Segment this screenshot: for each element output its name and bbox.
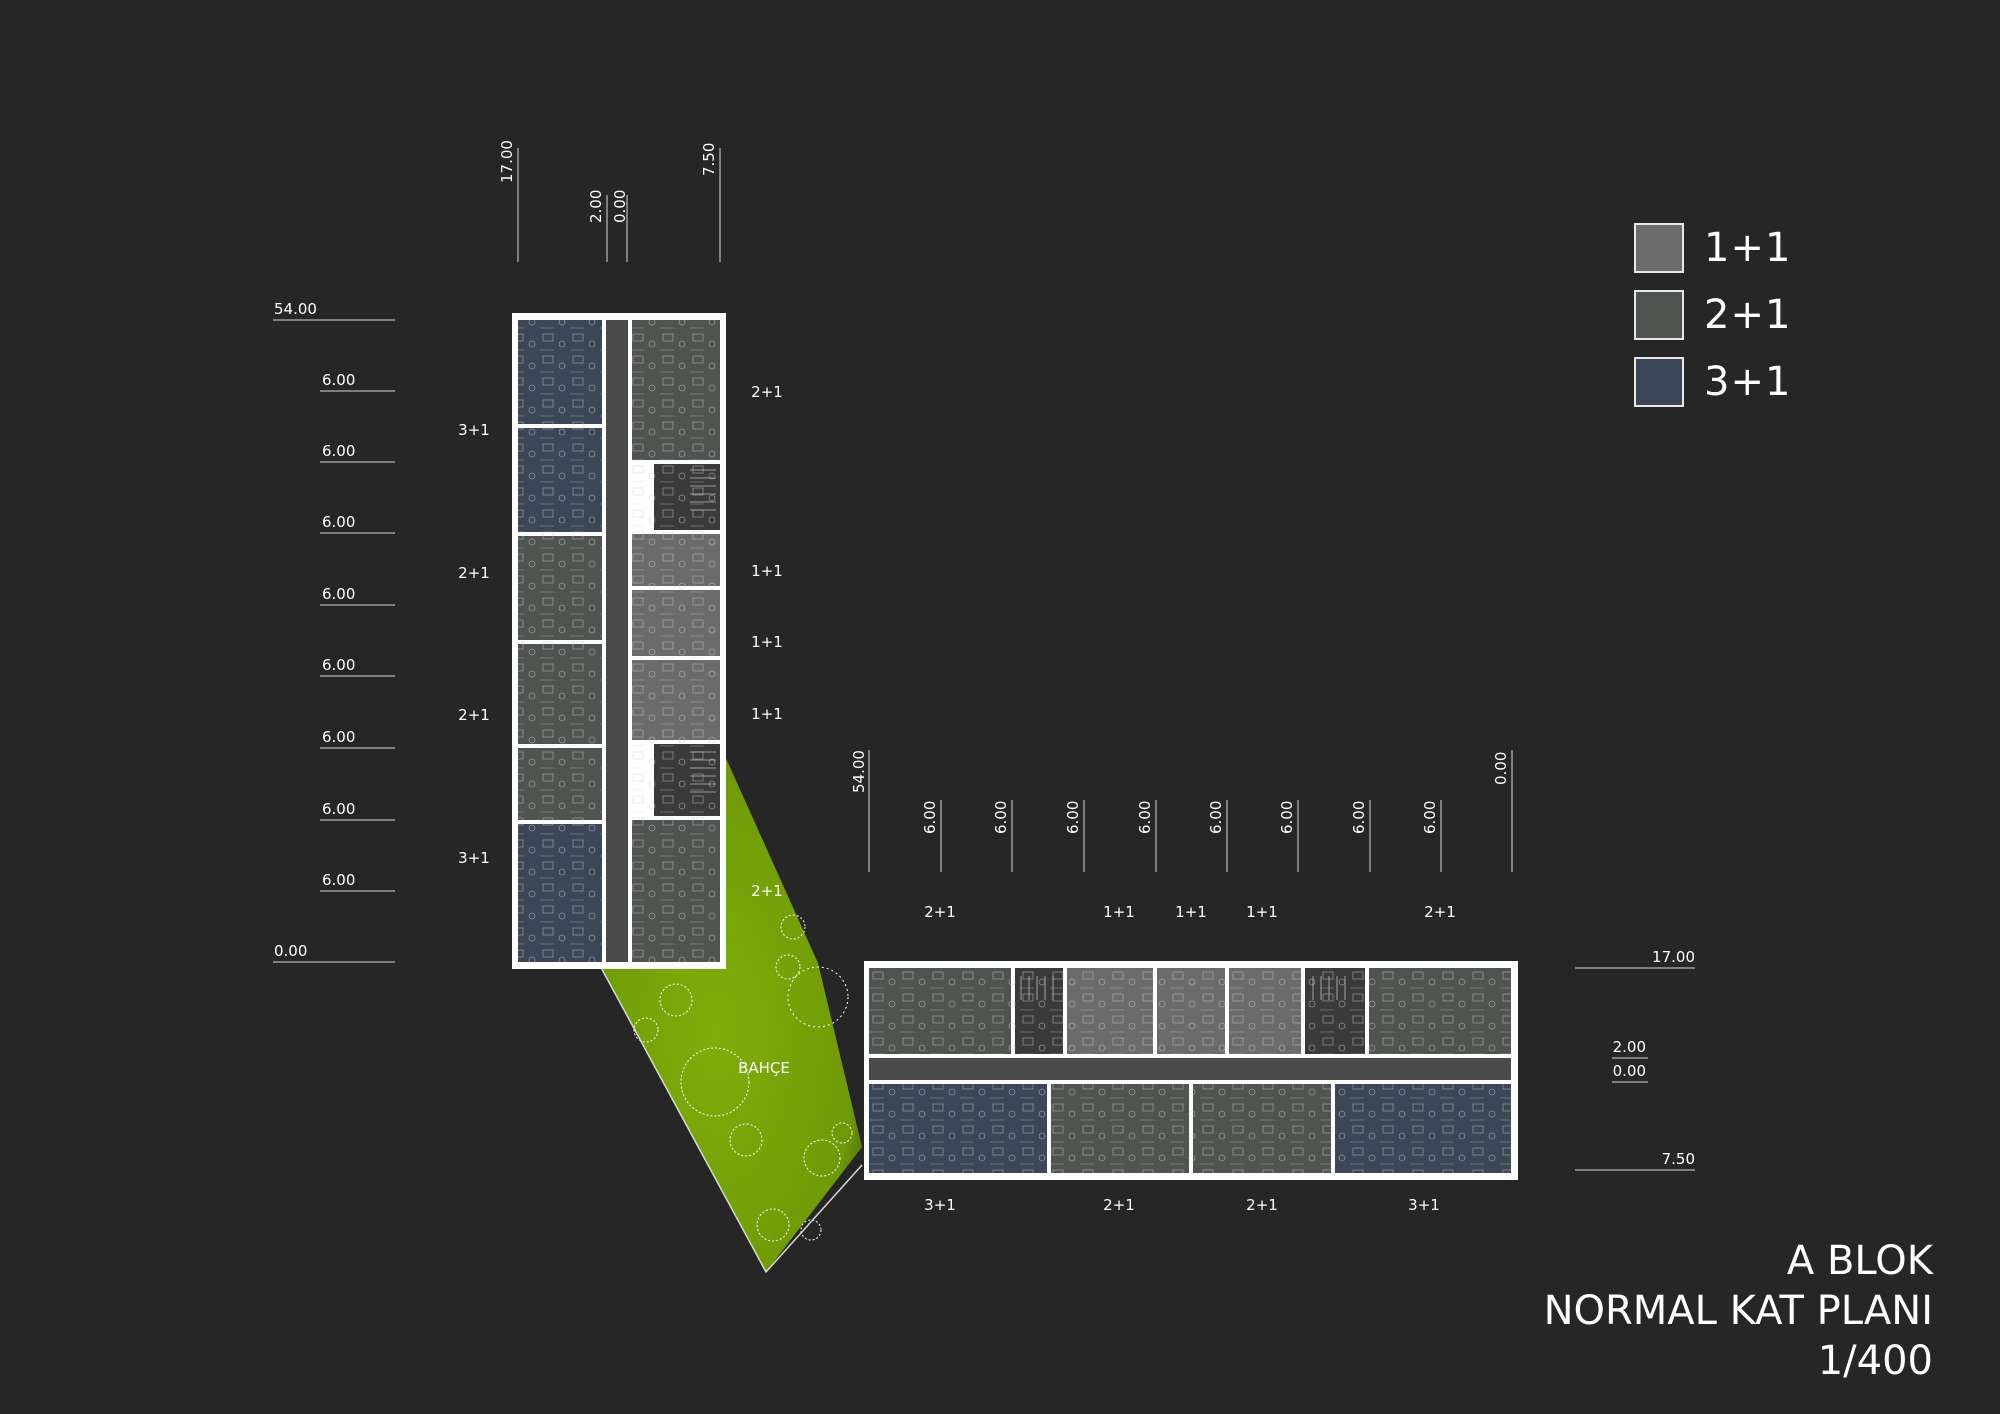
tree-icon	[756, 1208, 790, 1242]
dim-label: 6.00	[322, 442, 355, 460]
dim-label: 54.00	[274, 300, 317, 318]
corridor	[606, 320, 628, 962]
dim-label: 7.50	[700, 143, 718, 176]
furniture-layout	[869, 968, 1511, 1054]
corridor	[869, 1058, 1511, 1080]
dim-label: 6.00	[322, 871, 355, 889]
unit-type-label: 2+1	[458, 564, 490, 582]
legend-swatch	[1634, 357, 1684, 407]
dim-label: 54.00	[850, 750, 868, 793]
legend-item-3plus1: 3+1	[1634, 354, 1791, 410]
dim-label: 6.00	[1136, 801, 1154, 834]
legend-item-2plus1: 2+1	[1634, 287, 1791, 343]
tree-icon	[787, 966, 849, 1028]
vertical-block-unit-labels: 3+1 2+1 2+1 3+1 2+1 1+1 1+1 1+1 2+1	[458, 383, 783, 900]
drawing-title: A BLOK NORMAL KAT PLANI 1/400	[1544, 1236, 1933, 1386]
title-line: A BLOK	[1786, 1238, 1933, 1284]
legend-swatch	[1634, 223, 1684, 273]
horizontal-block-unit-labels: 2+1 1+1 1+1 1+1 2+1 3+1 2+1 2+1 3+1	[924, 903, 1456, 1214]
dim-label: 0.00	[611, 190, 629, 223]
stair-treads	[1020, 976, 1346, 1000]
unit-type-label: 1+1	[751, 705, 783, 723]
horizontal-block	[864, 961, 1518, 1180]
unit-type-label: 3+1	[924, 1196, 956, 1214]
dim-label: 6.00	[1278, 801, 1296, 834]
unit-type-label: 2+1	[924, 903, 956, 921]
unit-type-label: 1+1	[751, 633, 783, 651]
unit-type-label: 2+1	[458, 706, 490, 724]
tree-icon	[775, 954, 801, 980]
tree-symbols	[633, 914, 853, 1242]
dim-label: 6.00	[322, 513, 355, 531]
dim-label: 6.00	[921, 801, 939, 834]
dim-label: 0.00	[1613, 1062, 1646, 1080]
tree-icon	[800, 1219, 822, 1241]
tree-icon	[803, 1139, 841, 1177]
tree-icon	[729, 1123, 763, 1157]
dim-label: 7.50	[1662, 1150, 1695, 1168]
furniture-layout	[632, 320, 720, 962]
unit-type-label: 2+1	[751, 882, 783, 900]
horizontal-top-dimensions: 54.00 6.00 6.00 6.00 6.00 6.00 6.00 6.00…	[850, 750, 1513, 872]
dim-label: 6.00	[1207, 801, 1225, 834]
garden-label: BAHÇE	[738, 1059, 790, 1077]
unit-type-label: 2+1	[1103, 1196, 1135, 1214]
unit-type-label: 2+1	[751, 383, 783, 401]
dim-label: 0.00	[1492, 752, 1510, 785]
legend-swatch	[1634, 290, 1684, 340]
furniture-layout	[869, 1084, 1511, 1173]
unit-type-label: 1+1	[1175, 903, 1207, 921]
unit-type-label: 2+1	[1424, 903, 1456, 921]
legend-item-1plus1: 1+1	[1634, 220, 1791, 276]
legend-label: 1+1	[1704, 225, 1792, 271]
dim-label: 6.00	[322, 800, 355, 818]
top-dimensions: 17.00 2.00 0.00 7.50	[498, 140, 721, 262]
dim-label: 6.00	[1421, 801, 1439, 834]
garden-boundary	[597, 961, 863, 1274]
tree-icon	[633, 1017, 659, 1043]
legend: 1+1 2+1 3+1	[1634, 220, 1791, 421]
vertical-block	[512, 313, 726, 969]
unit-type-label: 1+1	[751, 562, 783, 580]
tree-icon	[780, 914, 806, 940]
tree-icon	[659, 983, 693, 1017]
unit-type-label: 1+1	[1103, 903, 1135, 921]
tree-icon	[831, 1122, 853, 1144]
furniture-layout	[518, 320, 602, 962]
dim-label: 2.00	[1613, 1038, 1646, 1056]
unit-type-label: 1+1	[1246, 903, 1278, 921]
title-line: NORMAL KAT PLANI	[1543, 1288, 1933, 1334]
unit-type-label: 3+1	[458, 421, 490, 439]
dim-label: 6.00	[992, 801, 1010, 834]
stair-treads	[690, 469, 716, 793]
dim-label: 17.00	[498, 140, 516, 183]
drawing-scale: 1/400	[1817, 1338, 1933, 1384]
dim-label: 2.00	[587, 190, 605, 223]
tree-icon	[680, 1047, 750, 1117]
dim-label: 6.00	[322, 656, 355, 674]
unit-type-label: 3+1	[458, 849, 490, 867]
dim-label: 6.00	[1350, 801, 1368, 834]
unit-type-label: 3+1	[1408, 1196, 1440, 1214]
dim-label: 0.00	[274, 942, 307, 960]
dim-label: 6.00	[322, 585, 355, 603]
dim-label: 6.00	[322, 371, 355, 389]
legend-label: 2+1	[1704, 292, 1792, 338]
dim-label: 6.00	[1064, 801, 1082, 834]
dim-label: 17.00	[1652, 948, 1695, 966]
legend-label: 3+1	[1704, 359, 1792, 405]
right-dimensions: 17.00 2.00 0.00 7.50	[1575, 948, 1695, 1171]
dim-label: 6.00	[322, 728, 355, 746]
unit-type-label: 2+1	[1246, 1196, 1278, 1214]
left-dimensions: 54.00 6.00 6.00 6.00 6.00 6.00 6.00 6.00…	[273, 300, 395, 963]
